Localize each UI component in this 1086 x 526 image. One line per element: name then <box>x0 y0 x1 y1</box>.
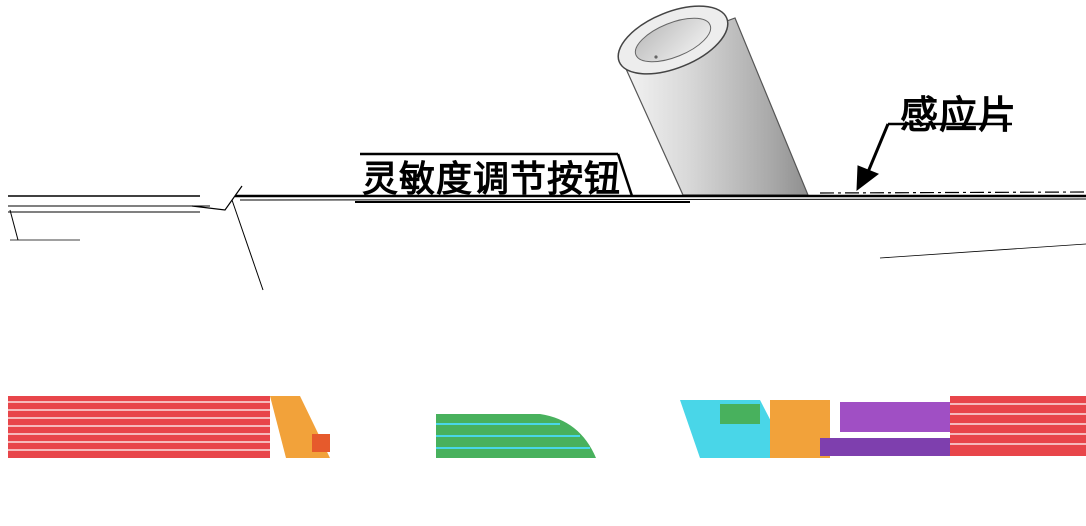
band-purple-text <box>840 402 950 432</box>
pipe-opening <box>634 17 712 63</box>
band-red-right <box>950 396 1086 456</box>
band-green-mid <box>720 404 760 424</box>
pipe-center-mark <box>654 55 658 59</box>
band-orange-mark <box>312 434 330 452</box>
device-right-edge <box>879 243 1086 259</box>
pipe-illustration <box>617 5 809 196</box>
sensor-plate-label: 感应片 <box>900 93 1018 137</box>
band-cyan-block <box>680 400 790 458</box>
device-bracket <box>191 185 243 211</box>
knob-leader-slant <box>616 153 634 197</box>
device-left-edge <box>9 209 19 241</box>
arrow-head-icon <box>856 165 880 192</box>
band-red-left <box>8 396 270 458</box>
sensor-leader <box>856 122 1012 192</box>
device-outline <box>8 185 1086 291</box>
knob-leader <box>355 152 690 203</box>
sensor-leader-shaft <box>866 123 890 173</box>
device-side-edge <box>231 199 264 291</box>
colored-artifact-band <box>8 396 1086 458</box>
device-top-line-2 <box>239 198 1086 201</box>
sensitivity-knob-label: 灵敏度调节按钮 <box>362 159 622 200</box>
sensor-plate-line <box>819 191 1086 194</box>
